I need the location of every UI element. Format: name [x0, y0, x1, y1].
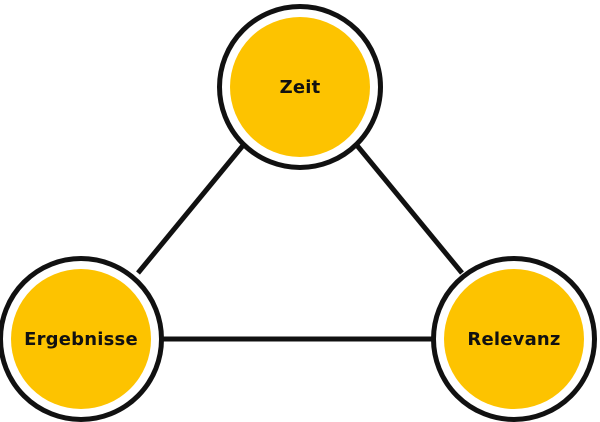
node-relevanz: Relevanz: [431, 256, 597, 422]
node-zeit: Zeit: [217, 4, 383, 170]
node-ergebnisse-label: Ergebnisse: [24, 328, 138, 350]
node-relevanz-label: Relevanz: [467, 328, 561, 350]
edge-zeit-ergebnisse: [136, 141, 247, 275]
node-relevanz-fill: Relevanz: [444, 269, 584, 409]
node-zeit-fill: Zeit: [230, 17, 370, 157]
edge-zeit-relevanz: [353, 141, 464, 275]
node-zeit-label: Zeit: [279, 76, 321, 98]
node-ergebnisse-fill: Ergebnisse: [11, 269, 151, 409]
node-ergebnisse: Ergebnisse: [0, 256, 164, 422]
